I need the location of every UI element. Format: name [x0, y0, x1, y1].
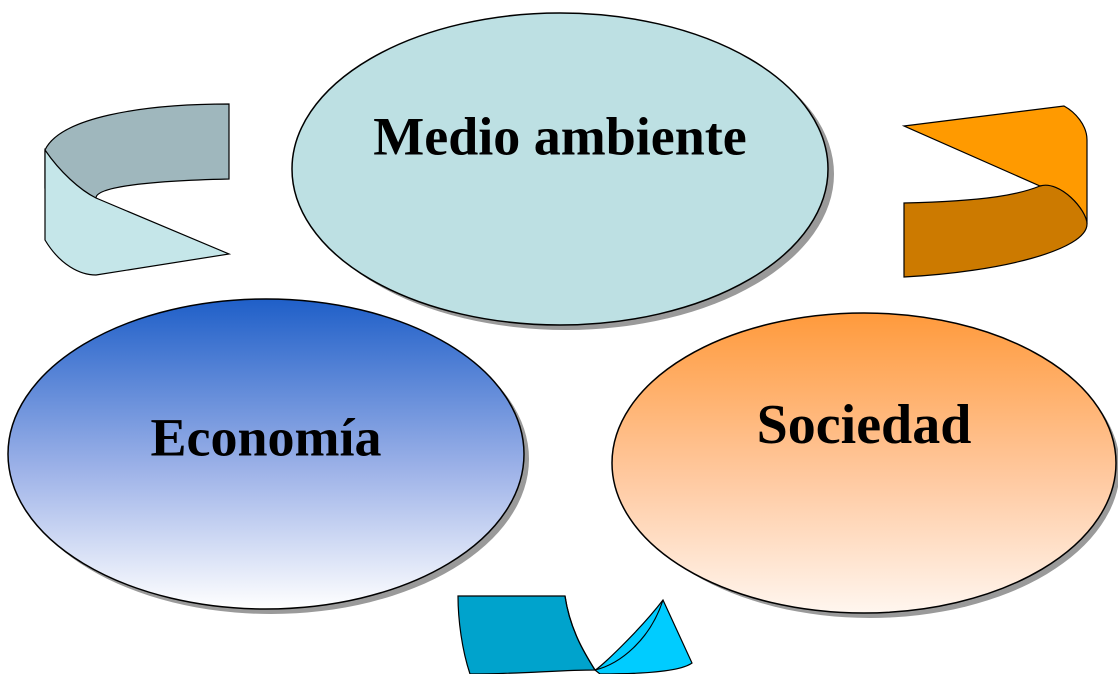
- economy-ellipse: [7, 298, 525, 610]
- society-label: Sociedad: [757, 394, 972, 456]
- economy-node: Economía: [7, 298, 525, 610]
- curved-arrow-bottom: [457, 595, 693, 674]
- environment-node: Medio ambiente: [291, 12, 829, 326]
- environment-label: Medio ambiente: [373, 106, 746, 166]
- environment-ellipse: [291, 12, 829, 326]
- economy-label: Economía: [150, 407, 381, 467]
- curved-arrow-top-right: [901, 105, 1088, 278]
- curved-arrow-top-left: [44, 103, 232, 276]
- society-ellipse: [611, 312, 1117, 614]
- society-node: Sociedad: [611, 312, 1117, 614]
